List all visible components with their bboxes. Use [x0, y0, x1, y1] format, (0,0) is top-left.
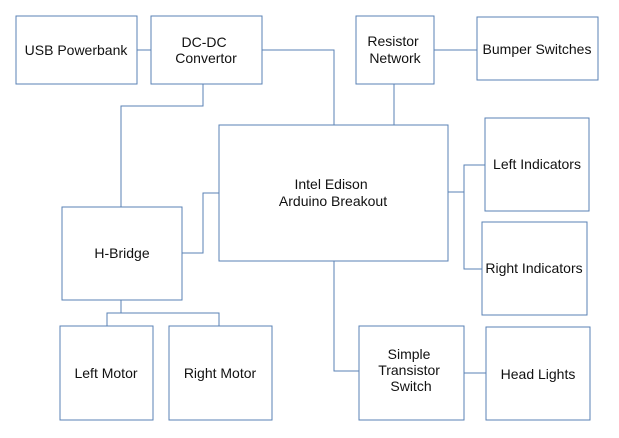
left-indicators-block: Left Indicators — [484, 117, 590, 212]
head-lights-label: Head Lights — [501, 366, 576, 382]
wire-edison-transistor — [333, 261, 359, 372]
resistor-network-label: Resistor Network — [367, 33, 422, 66]
intel-edison-label: Intel Edison Arduino Breakout — [279, 176, 387, 209]
left-indicators-label: Left Indicators — [493, 156, 581, 172]
wire-dcdc-edison — [262, 49, 335, 125]
wire-dcdc-hbridge — [120, 84, 204, 207]
h-bridge-block: H-Bridge — [61, 206, 183, 301]
bumper-switches-label: Bumper Switches — [483, 41, 592, 57]
right-motor-block: Right Motor — [168, 325, 273, 421]
transistor-switch-block: Simple Transistor Switch — [358, 325, 465, 421]
transistor-switch-label: Simple Transistor Switch — [378, 346, 444, 394]
connections — [106, 49, 486, 374]
wire-edison-left-indicators — [448, 164, 485, 193]
bumper-switches-block: Bumper Switches — [476, 16, 599, 81]
wire-hbridge-motors — [106, 300, 122, 326]
resistor-network-block: Resistor Network — [355, 15, 435, 85]
dcdc-convertor-label: DC-DC Convertor — [175, 34, 237, 66]
wire-edison-right-indicators — [463, 192, 482, 270]
right-indicators-block: Right Indicators — [481, 221, 588, 316]
intel-edison-block: Intel Edison Arduino Breakout — [218, 124, 449, 262]
right-motor-label: Right Motor — [184, 365, 257, 381]
wire-hbridge-right-motor — [121, 312, 220, 326]
head-lights-block: Head Lights — [485, 326, 591, 421]
left-motor-label: Left Motor — [74, 365, 137, 381]
dcdc-convertor-block: DC-DC Convertor — [150, 15, 263, 85]
usb-powerbank-label: USB Powerbank — [25, 42, 129, 58]
h-bridge-label: H-Bridge — [94, 245, 149, 261]
usb-powerbank-block: USB Powerbank — [15, 15, 138, 85]
right-indicators-label: Right Indicators — [485, 260, 582, 276]
wire-edison-hbridge — [182, 192, 219, 254]
left-motor-block: Left Motor — [59, 325, 154, 421]
